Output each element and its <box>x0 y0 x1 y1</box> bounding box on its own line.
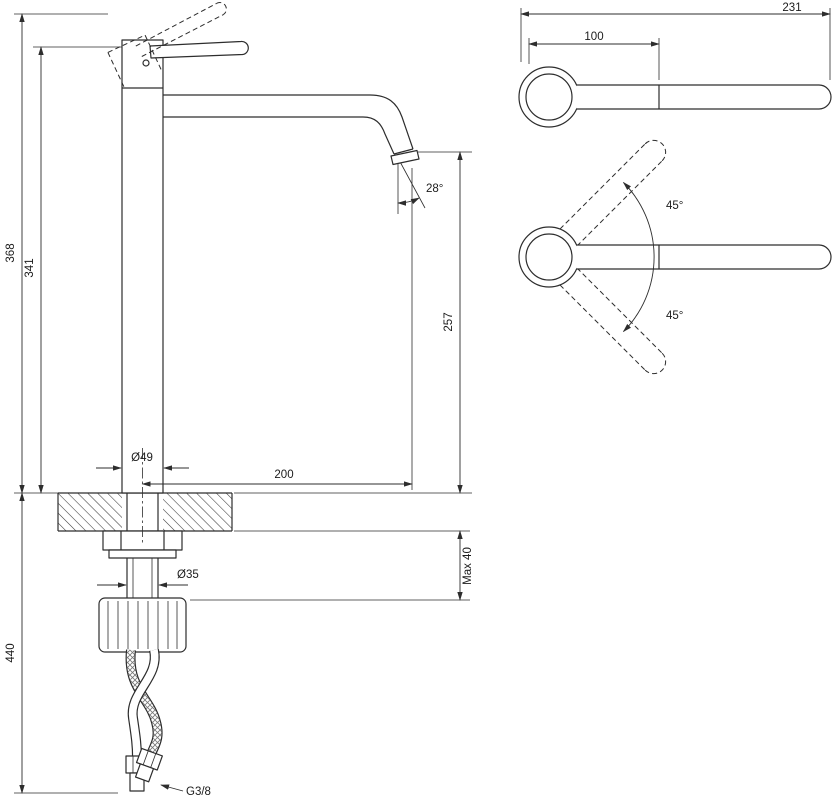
cap-top-2 <box>525 233 573 281</box>
dim-spout-reach: 200 <box>274 469 293 481</box>
dim-spout-angle: 28° <box>426 183 443 195</box>
handle-lever <box>149 40 249 59</box>
front-view: 368 341 440 257 Max 40 200 Ø49 Ø35 28° G… <box>5 2 474 798</box>
counter-hatch-left <box>58 493 122 531</box>
dim-lever-length: 100 <box>584 31 603 43</box>
mounting-hardware <box>98 530 187 653</box>
dim-total-height: 368 <box>5 243 17 262</box>
base-escutcheon-top <box>518 66 580 128</box>
hose-fitting-right <box>134 747 163 783</box>
dim-shank-diameter: Ø35 <box>177 569 199 581</box>
front-dimensions: 368 341 440 257 Max 40 200 Ø49 Ø35 28° G… <box>5 13 474 798</box>
washer <box>108 549 177 559</box>
spout-outer <box>163 94 414 150</box>
dim-body-height: 341 <box>24 258 36 277</box>
body-column <box>121 39 164 494</box>
aerator <box>390 149 420 166</box>
top-view-lengths: 231 100 <box>518 2 832 128</box>
dim-swing-angle-lower: 45° <box>666 310 683 322</box>
dim-base-diameter: Ø49 <box>131 452 153 464</box>
countertop-section <box>57 492 233 532</box>
dim-overall-length: 231 <box>782 2 801 14</box>
handle-lever-raised-dashed <box>107 2 227 88</box>
cap-top <box>525 73 573 121</box>
counter-hatch-right <box>163 493 232 531</box>
handle-swing-upper-dashed <box>559 139 667 247</box>
dim-spout-outlet-height: 257 <box>443 312 455 331</box>
base-escutcheon-top-2 <box>518 226 580 288</box>
top-view-swing: 45° 45° <box>518 139 832 375</box>
knurled-nut-ribs <box>107 601 178 649</box>
spout-inner <box>163 116 395 155</box>
handle-swing-lower-dashed <box>559 267 667 375</box>
swing-arc <box>622 181 655 333</box>
handle-top-view-2 <box>576 244 832 270</box>
spout-outlet-face <box>393 148 414 155</box>
dim-under-counter-depth: 440 <box>5 643 17 662</box>
supply-hoses <box>125 648 163 792</box>
braided-hose <box>126 649 162 757</box>
smooth-hose <box>128 649 159 759</box>
knurled-nut <box>98 597 187 653</box>
lever-pin <box>142 59 150 67</box>
dim-hose-thread: G3/8 <box>186 786 211 798</box>
dim-max-deck-thickness: Max 40 <box>462 547 474 585</box>
faucet-body <box>121 39 414 494</box>
handle-top-view <box>576 84 832 110</box>
dim-swing-angle-upper: 45° <box>666 200 683 212</box>
